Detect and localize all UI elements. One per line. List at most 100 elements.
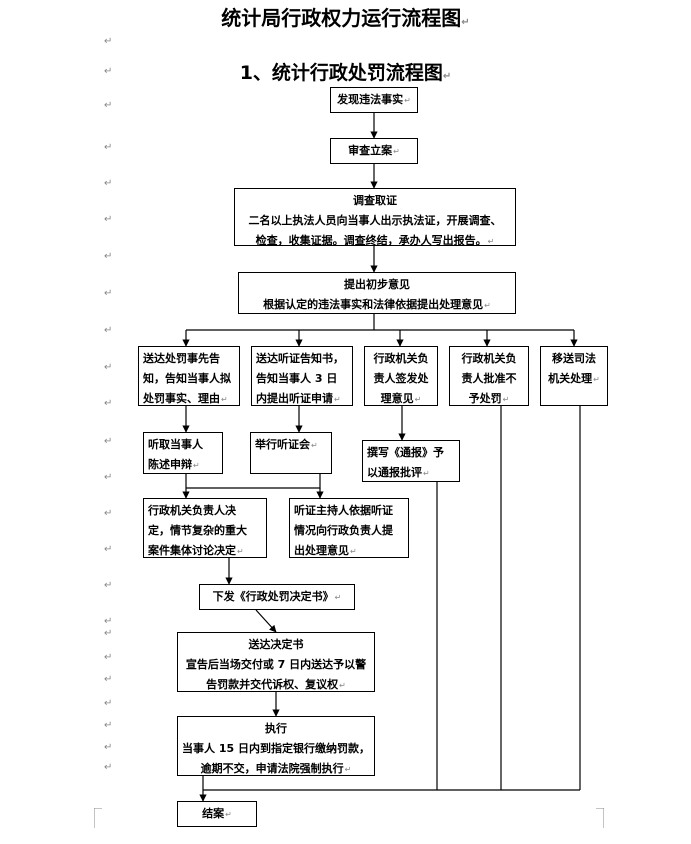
node-text-line: 送达听证告知书， [256, 352, 344, 365]
paragraph-mark: ↵ [104, 720, 113, 731]
node-text-line: 以通报批评 [367, 466, 422, 479]
node-text-line: 出处理意见 [294, 544, 349, 557]
node-text-line: 检查，收集证据。调查终结，承办人写出报告。 [255, 234, 487, 247]
paragraph-mark: ↵ [502, 395, 510, 404]
paragraph-mark: ↵ [104, 652, 113, 663]
node-circulate-report: 撰写《通报》予以通报批评↵ [362, 440, 460, 482]
node-text-line: 机关处理 [548, 372, 593, 385]
paragraph-mark: ↵ [104, 36, 113, 47]
flowchart-title: 1、统计行政处罚流程图↵ [239, 62, 452, 84]
node-text-line: 当事人 15 日内到指定银行缴纳罚款， [182, 742, 370, 755]
paragraph-mark: ↵ [104, 251, 113, 262]
paragraph-mark: ↵ [104, 472, 113, 483]
paragraph-mark: ↵ [104, 100, 113, 111]
node-decision-discuss: 行政机关负责人决定，情节复杂的重大案件集体讨论决定↵ [143, 498, 267, 558]
node-text-line: 行政机关负 [373, 352, 429, 365]
node-discover: 发现违法事实↵ [330, 87, 418, 113]
paragraph-mark: ↵ [104, 698, 113, 709]
paragraph-mark: ↵ [104, 742, 113, 753]
node-text-line: 送达处罚事先告 [143, 352, 220, 365]
node-text-line: 行政机关负 [461, 352, 517, 365]
paragraph-mark: ↵ [104, 214, 113, 225]
node-text-line: 根据认定的违法事实和法律依据提出处理意见 [263, 298, 484, 311]
paragraph-mark: ↵ [442, 71, 452, 82]
paragraph-mark: ↵ [104, 325, 113, 336]
paragraph-mark: ↵ [593, 375, 600, 384]
node-text-line: 送达决定书 [248, 638, 304, 651]
node-execute: 执行当事人 15 日内到指定银行缴纳罚款，逾期不交，申请法院强制执行↵ [177, 716, 375, 776]
node-text-line: 审查立案 [348, 144, 393, 157]
page-corner-mark [94, 808, 102, 828]
paragraph-mark: ↵ [334, 593, 342, 602]
node-notify-hearing: 送达听证告知书， 告知当事人 3 日内提出听证申请↵ [251, 346, 353, 406]
paragraph-mark: ↵ [104, 398, 113, 409]
node-text-line: 告罚款并交代诉权、复议权 [206, 678, 339, 691]
node-text-line: 移送司法 [552, 352, 596, 365]
node-text-line: 举行听证会 [255, 438, 310, 451]
node-close: 结案↵ [177, 801, 257, 827]
node-text-line: 情况向行政负责人提 [294, 524, 393, 537]
node-text-line: 下发《行政处罚决定书》 [212, 590, 334, 603]
paragraph-mark: ↵ [104, 288, 113, 299]
node-text-line: 听证主持人依据听证 [294, 504, 393, 517]
node-text-line: 陈述申辩 [148, 458, 192, 471]
node-text-line: 予处罚 [468, 392, 502, 405]
node-investigate: 调查取证二名以上执法人员向当事人出示执法证，开展调查、检查，收集证据。调查终结，… [234, 188, 516, 247]
node-text-line: 二名以上执法人员向当事人出示执法证，开展调查、 [248, 214, 502, 227]
node-text-line: 结案 [202, 807, 225, 820]
paragraph-mark: ↵ [237, 547, 244, 556]
node-text-line: 宣告后当场交付或 7 日内送达予以警 [185, 658, 367, 671]
paragraph-mark: ↵ [221, 395, 228, 404]
node-text-line: 提出初步意见 [344, 278, 410, 291]
node-text-line: 逾期不交，申请法院强制执行 [200, 762, 344, 775]
paragraph-mark: ↵ [104, 436, 113, 447]
paragraph-mark: ↵ [414, 395, 422, 404]
node-text-line: 内提出听证申请 [256, 392, 333, 405]
paragraph-mark: ↵ [487, 237, 495, 246]
paragraph-mark: ↵ [104, 616, 113, 627]
paragraph-mark: ↵ [104, 762, 113, 773]
node-text-line: 责人批准不 [461, 372, 517, 385]
node-hold-hearing: 举行听证会↵ [250, 432, 332, 474]
paragraph-mark: ↵ [193, 461, 200, 470]
node-issue-decision: 下发《行政处罚决定书》↵ [199, 584, 355, 610]
node-text-line: 调查取证 [353, 194, 397, 207]
flow-arrow [255, 609, 277, 633]
node-text-line: 发现违法事实 [337, 93, 404, 106]
page-corner-mark [596, 808, 604, 828]
paragraph-mark: ↵ [484, 301, 491, 310]
paragraph-mark: ↵ [339, 681, 346, 690]
node-text-line: 告知当事人 3 日 [256, 372, 338, 385]
node-text-line: 处罚事实、理由 [143, 392, 220, 405]
flow-line [186, 474, 321, 489]
node-transfer-judicial: 移送司法机关处理↵ [540, 346, 608, 406]
paragraph-mark: ↵ [104, 142, 113, 153]
node-approve-no-penalty: 行政机关负责人批准不予处罚↵ [449, 346, 529, 406]
node-text-line: 知，告知当事人拟 [143, 372, 231, 385]
node-deliver-decision: 送达决定书宣告后当场交付或 7 日内送达予以警告罚款并交代诉权、复议权↵ [177, 632, 375, 692]
node-text-line: 案件集体讨论决定 [148, 544, 236, 557]
node-notify-penalty: 送达处罚事先告知，告知当事人拟处罚事实、理由↵ [138, 346, 240, 406]
paragraph-mark: ↵ [104, 178, 113, 189]
node-listen-statement: 听取当事人陈述申辩↵ [143, 432, 223, 474]
node-text-line: 执行 [265, 722, 287, 735]
paragraph-mark: ↵ [104, 362, 113, 373]
node-text-line: 责人签发处 [373, 372, 429, 385]
paragraph-mark: ↵ [104, 544, 113, 555]
paragraph-mark: ↵ [104, 580, 113, 591]
node-text-line: 听取当事人 [148, 438, 203, 451]
node-text-line: 定，情节复杂的重大 [148, 524, 247, 537]
document-title: 统计局行政权力运行流程图↵ [221, 6, 470, 30]
paragraph-mark: ↵ [225, 810, 232, 819]
node-text-line: 理意见 [380, 392, 414, 405]
paragraph-mark: ↵ [461, 17, 470, 28]
paragraph-mark: ↵ [423, 469, 430, 478]
paragraph-mark: ↵ [311, 441, 318, 450]
paragraph-mark: ↵ [104, 508, 113, 519]
node-text-line: 行政机关负责人决 [148, 504, 236, 517]
paragraph-mark: ↵ [334, 395, 341, 404]
paragraph-mark: ↵ [104, 628, 113, 639]
node-text-line: 撰写《通报》予 [367, 446, 444, 459]
paragraph-mark: ↵ [104, 66, 113, 77]
